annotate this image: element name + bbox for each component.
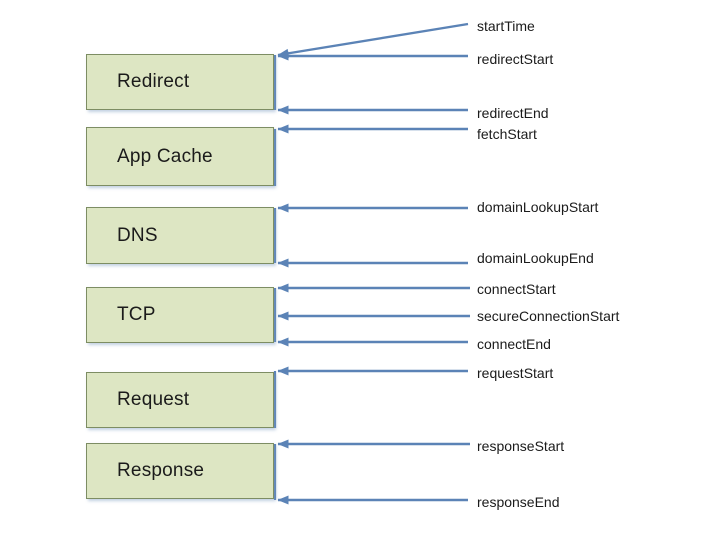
event-label-connectstart: connectStart (477, 281, 556, 297)
phase-box-redirect: Redirect (86, 54, 274, 110)
event-label-responseend: responseEnd (477, 494, 560, 510)
event-label-responsestart: responseStart (477, 438, 565, 454)
phase-box-app-cache: App Cache (86, 127, 274, 186)
phase-box-response: Response (86, 443, 274, 499)
phase-label-redirect: Redirect (117, 71, 190, 92)
phase-label-app-cache: App Cache (117, 145, 213, 167)
phase-box-tcp: TCP (86, 287, 274, 343)
phase-label-dns: DNS (117, 224, 158, 246)
phase-box-dns: DNS (86, 207, 274, 264)
event-label-connectend: connectEnd (477, 336, 551, 352)
event-label-fetchstart: fetchStart (477, 126, 537, 142)
event-label-domainlookupstart: domainLookupStart (477, 199, 599, 215)
event-label-domainlookupend: domainLookupEnd (477, 250, 594, 266)
arrow-starttime (277, 22, 469, 58)
event-label-redirectend: redirectEnd (477, 105, 549, 121)
phase-label-response: Response (117, 460, 205, 481)
event-label-secureconnectionstart: secureConnectionStart (477, 308, 620, 324)
event-label-redirectstart: redirectStart (477, 51, 554, 67)
phase-label-request: Request (117, 389, 190, 410)
event-label-requeststart: requestStart (477, 365, 554, 381)
event-label-starttime: startTime (477, 18, 535, 34)
phase-label-tcp: TCP (117, 304, 156, 325)
phase-box-request: Request (86, 372, 274, 428)
